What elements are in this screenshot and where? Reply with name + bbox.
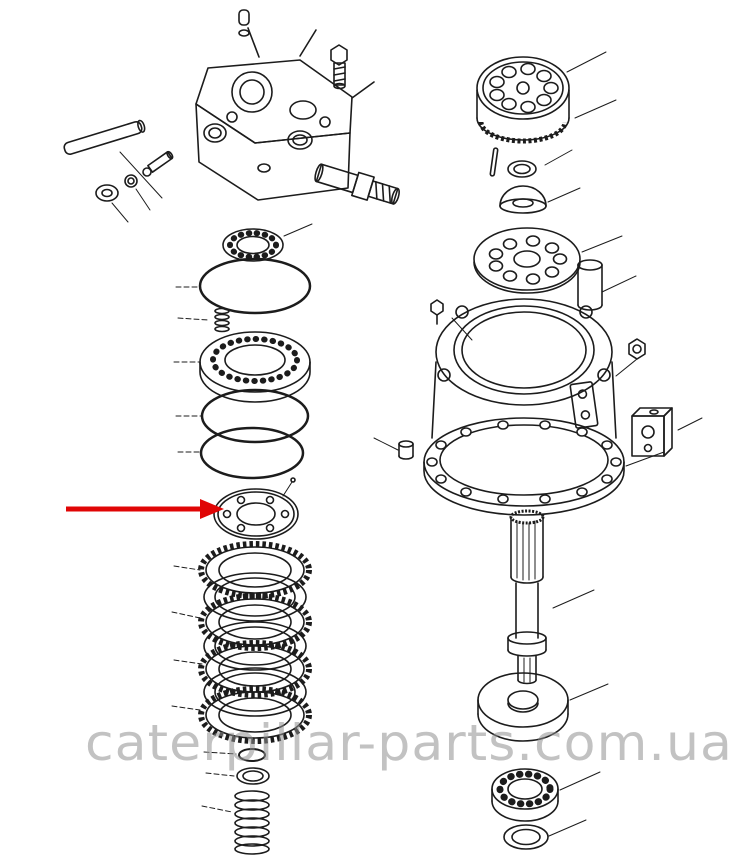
retainer-plate (213, 477, 299, 540)
spacer-disc (477, 672, 609, 742)
small-bolt (430, 299, 473, 341)
o-ring-large-3 (177, 426, 305, 480)
separator-plate (203, 572, 307, 622)
side-bracket (569, 381, 599, 429)
bottom-ring (503, 819, 587, 850)
friction-disc (198, 640, 312, 698)
small-spring (177, 307, 230, 333)
friction-disc (198, 686, 312, 744)
hex-socket-bolt (330, 44, 348, 90)
long-pin (63, 119, 146, 155)
valve-cover-assembly (63, 9, 400, 223)
coil-spring (201, 790, 270, 855)
friction-disc (198, 593, 312, 651)
small-o-ring (203, 748, 266, 762)
separator-plate (203, 621, 307, 671)
valve-block (631, 407, 703, 457)
retaining-ring (205, 767, 270, 785)
valve-plate (473, 227, 623, 294)
top-plug-bolt (238, 9, 260, 58)
red-arrow-head (200, 499, 224, 519)
hex-plug (615, 338, 646, 377)
small-ball-bearing (222, 223, 313, 262)
red-arrow-annotation (66, 499, 224, 519)
small-plug (373, 437, 414, 460)
cylindrical-bushing (577, 259, 637, 311)
motor-head-cover (195, 29, 375, 201)
friction-disc (198, 541, 312, 599)
friction-disc-stack (171, 541, 312, 744)
drive-shaft (507, 509, 595, 685)
motor-housing (423, 298, 665, 516)
o-ring-large-1 (175, 257, 312, 315)
relief-valve (314, 163, 400, 205)
watermark: caterpillar-parts.com.ua (85, 714, 733, 772)
roller-bearing (491, 768, 601, 822)
dome-cap (499, 185, 581, 214)
plug-and-seals (95, 150, 174, 223)
cylinder-block (476, 51, 617, 144)
swing-bearing-ring (173, 331, 311, 403)
o-ring-large-2 (175, 388, 310, 444)
separator-plate (203, 667, 307, 717)
small-ring-right (507, 149, 573, 178)
dowel-pin (489, 147, 499, 177)
